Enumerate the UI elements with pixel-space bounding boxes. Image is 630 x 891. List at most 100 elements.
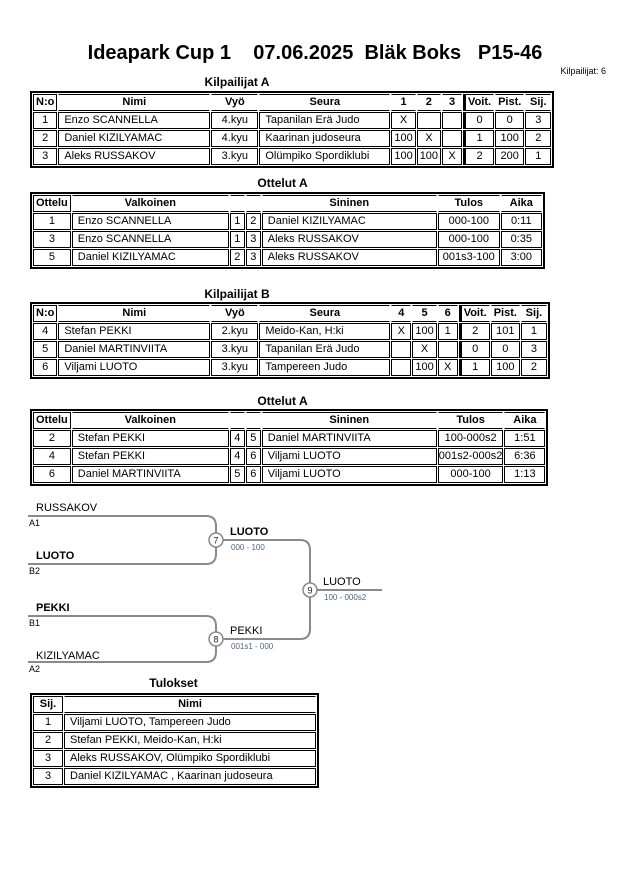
col-points: Pist. <box>490 305 520 322</box>
cell-r3 <box>442 112 463 129</box>
cell-blue-no: 3 <box>245 249 261 266</box>
cell-name: Aleks RUSSAKOV <box>58 148 211 165</box>
table-row: 1 Enzo SCANNELLA 4.kyu Tapanilan Erä Jud… <box>33 112 552 129</box>
col-place: Sij. <box>33 696 63 713</box>
bracket-seed-name: RUSSAKOV <box>36 502 98 514</box>
cell-name: Daniel MARTINVIITA <box>58 341 211 358</box>
col-r3: 3 <box>442 94 463 111</box>
cell-r1: 100 <box>391 148 416 165</box>
cell-result: 000-100 <box>437 466 504 483</box>
table-row: 2 Stefan PEKKI, Meido-Kan, H:ki <box>33 732 316 749</box>
col-white-no <box>229 412 245 429</box>
cell-no: 4 <box>33 323 58 340</box>
cell-time: 3:00 <box>500 249 542 266</box>
cell-r1: X <box>391 112 416 129</box>
col-time: Aika <box>504 412 546 429</box>
col-blue-no <box>245 195 261 212</box>
table-row: 5 Daniel KIZILYAMAC 2 3 Aleks RUSSAKOV 0… <box>33 249 542 266</box>
cell-blue-no: 3 <box>245 231 261 248</box>
cell-place: 3 <box>520 341 547 358</box>
col-name: Nimi <box>64 696 316 713</box>
bracket-seed-name: LUOTO <box>36 550 75 562</box>
table-row: 2 Daniel KIZILYAMAC 4.kyu Kaarinan judos… <box>33 130 552 147</box>
cell-no: 1 <box>33 112 58 129</box>
cell-name: Daniel KIZILYAMAC <box>58 130 211 147</box>
cell-belt: 4.kyu <box>211 112 259 129</box>
pool-b-table: N:o Nimi Vyö Seura 4 5 6 Voit. Pist. Sij… <box>30 302 550 379</box>
match-7-winner: LUOTO <box>230 526 269 538</box>
bracket-seed-code: B2 <box>29 566 41 576</box>
table-row: 3 Daniel KIZILYAMAC , Kaarinan judoseura <box>33 768 316 785</box>
cell-white: Stefan PEKKI <box>71 448 229 465</box>
cell-no: 5 <box>33 341 58 358</box>
cell-r1: X <box>391 323 412 340</box>
col-match: Ottelu <box>33 195 71 212</box>
cell-blue: Daniel MARTINVIITA <box>261 430 437 447</box>
match-7-score: 000 - 100 <box>231 543 265 552</box>
col-belt: Vyö <box>211 305 259 322</box>
cell-belt: 4.kyu <box>211 130 259 147</box>
cell-place: 2 <box>525 130 552 147</box>
bracket-seed-name: PEKKI <box>36 602 70 614</box>
page-title: Ideapark Cup 1 07.06.2025 Bläk Boks P15-… <box>87 42 543 64</box>
header-row: Ottelu Valkoinen Sininen Tulos Aika <box>33 195 542 212</box>
cell-time: 0:11 <box>500 213 542 230</box>
results-heading: Tulokset <box>149 676 198 690</box>
col-white: Valkoinen <box>71 195 229 212</box>
bracket-seed-code: B1 <box>29 618 41 628</box>
cell-points: 0 <box>495 112 525 129</box>
cell-belt: 3.kyu <box>211 359 259 376</box>
cell-name: Viljami LUOTO, Tampereen Judo <box>64 714 316 731</box>
cell-white: Enzo SCANNELLA <box>71 213 229 230</box>
cell-place: 1 <box>520 323 547 340</box>
cell-club: Tapanilan Erä Judo <box>259 112 391 129</box>
bracket-seed-code: A1 <box>29 518 41 528</box>
col-belt: Vyö <box>211 94 259 111</box>
table-row: 3 Enzo SCANNELLA 1 3 Aleks RUSSAKOV 000-… <box>33 231 542 248</box>
cell-place: 3 <box>33 750 63 767</box>
col-club: Seura <box>259 305 391 322</box>
results-table: Sij. Nimi 1 Viljami LUOTO, Tampereen Jud… <box>30 693 319 788</box>
cell-blue: Viljami LUOTO <box>261 448 437 465</box>
cell-club: Tampereen Judo <box>259 359 391 376</box>
cell-white: Stefan PEKKI <box>71 430 229 447</box>
cell-club: Kaarinan judoseura <box>259 130 391 147</box>
col-no: N:o <box>33 94 58 111</box>
cell-blue: Viljami LUOTO <box>261 466 437 483</box>
cell-r3: X <box>437 359 458 376</box>
cell-r2: X <box>412 341 437 358</box>
cell-white-no: 1 <box>229 231 245 248</box>
col-blue-no <box>245 412 261 429</box>
cell-points: 100 <box>495 130 525 147</box>
cell-result: 001s2-000s2 <box>437 448 504 465</box>
col-r2: 5 <box>412 305 437 322</box>
cell-name: Stefan PEKKI, Meido-Kan, H:ki <box>64 732 316 749</box>
col-points: Pist. <box>495 94 525 111</box>
cell-time: 0:35 <box>500 231 542 248</box>
col-club: Seura <box>259 94 391 111</box>
cell-place: 3 <box>525 112 552 129</box>
cell-r3: 1 <box>437 323 458 340</box>
cell-club: Tapanilan Erä Judo <box>259 341 391 358</box>
cell-wins: 2 <box>463 148 495 165</box>
cell-name: Daniel KIZILYAMAC , Kaarinan judoseura <box>64 768 316 785</box>
cell-points: 101 <box>490 323 520 340</box>
cell-belt: 3.kyu <box>211 148 259 165</box>
cell-blue-no: 6 <box>245 466 261 483</box>
cell-no: 2 <box>33 130 58 147</box>
cell-name: Stefan PEKKI <box>58 323 211 340</box>
cell-club: Olümpiko Spordiklubi <box>259 148 391 165</box>
cell-result: 100-000s2 <box>437 430 504 447</box>
cell-r2: 100 <box>416 148 442 165</box>
match-8-circle <box>208 631 224 647</box>
cell-match: 5 <box>33 249 71 266</box>
cell-place: 3 <box>33 768 63 785</box>
cell-blue-no: 2 <box>245 213 261 230</box>
cell-white: Daniel MARTINVIITA <box>71 466 229 483</box>
header-row: N:o Nimi Vyö Seura 1 2 3 Voit. Pist. Sij… <box>33 94 552 111</box>
competitors-count: Kilpailijat: 6 <box>560 66 606 76</box>
cell-match: 1 <box>33 213 71 230</box>
pool-b-heading: Kilpailijat B <box>204 287 270 301</box>
matches-b-heading: Ottelut A <box>257 394 308 408</box>
